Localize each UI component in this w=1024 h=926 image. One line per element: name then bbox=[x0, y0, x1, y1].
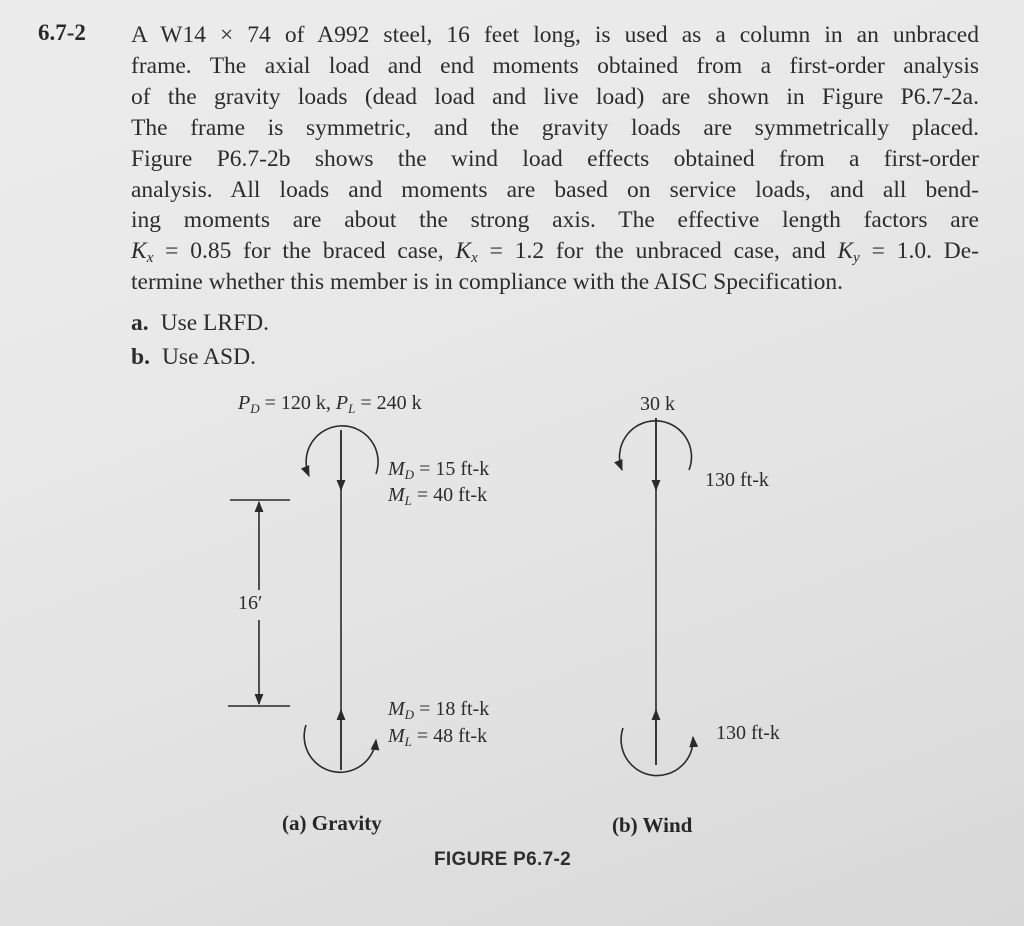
wind-bottom-moment-label: 130 ft-k bbox=[716, 722, 780, 744]
gravity-length-label: 16′ bbox=[238, 592, 263, 614]
wind-caption: (b) Wind bbox=[612, 813, 693, 837]
problem-statement: A W14 × 74 of A992 steel, 16 feet long, … bbox=[131, 20, 979, 298]
gravity-bottom-moment-live: ML = 48 ft-k bbox=[388, 725, 488, 749]
problem-line-7: ing moments are about the strong axis. T… bbox=[131, 207, 979, 234]
gravity-axial-load-label: PD = 120 k, PL = 240 k bbox=[238, 392, 422, 416]
kx-subscript: x bbox=[146, 250, 154, 267]
gravity-top-moment-arc bbox=[300, 425, 379, 478]
kx-symbol: K bbox=[131, 238, 147, 265]
problem-line-8: Kx = 0.85 for the braced case, Kx = 1.2 … bbox=[131, 236, 979, 267]
ky-symbol: K bbox=[837, 238, 854, 265]
problem-line-2: frame. The axial load and end moments ob… bbox=[131, 52, 979, 79]
problem-line-9: termine whether this member is in compli… bbox=[131, 269, 844, 296]
problem-parts: a.Use LRFD. b.Use ASD. bbox=[131, 306, 269, 374]
problem-line-5: Figure P6.7-2b shows the wind load effec… bbox=[131, 145, 979, 172]
gravity-bottom-moment-arc bbox=[303, 724, 380, 774]
gravity-top-moment-live: ML = 40 ft-k bbox=[388, 484, 488, 508]
problem-line-3: of the gravity loads (dead load and live… bbox=[131, 83, 979, 110]
gravity-caption: (a) Gravity bbox=[282, 811, 382, 835]
wind-bottom-moment-arc bbox=[620, 727, 699, 777]
gravity-bottom-moment-dead: MD = 18 ft-k bbox=[388, 698, 490, 722]
figure-title: FIGURE P6.7-2 bbox=[434, 849, 571, 870]
part-a: a.Use LRFD. bbox=[131, 310, 269, 336]
kx-symbol-2: K bbox=[455, 238, 472, 265]
part-b: b.Use ASD. bbox=[131, 344, 256, 370]
wind-top-moment-arc bbox=[614, 420, 693, 472]
wind-axial-load-label: 30 k bbox=[640, 393, 675, 415]
gravity-top-moment-dead: MD = 15 ft-k bbox=[388, 458, 490, 482]
wind-top-moment-label: 130 ft-k bbox=[705, 469, 769, 491]
kx-braced-value: = 0.85 for the braced case, bbox=[153, 238, 456, 265]
kx-unbraced-value: = 1.2 for the unbraced case, and bbox=[477, 238, 838, 265]
problem-line-1: A W14 × 74 of A992 steel, 16 feet long, … bbox=[131, 22, 979, 48]
problem-number: 6.7-2 bbox=[38, 20, 86, 45]
kx-subscript-2: x bbox=[471, 250, 478, 267]
problem-line-6: analysis. All loads and moments are base… bbox=[131, 176, 979, 203]
ky-value: = 1.0. De- bbox=[859, 238, 980, 265]
ky-subscript: y bbox=[853, 250, 860, 267]
problem-line-4: The frame is symmetric, and the gravity … bbox=[131, 114, 979, 141]
